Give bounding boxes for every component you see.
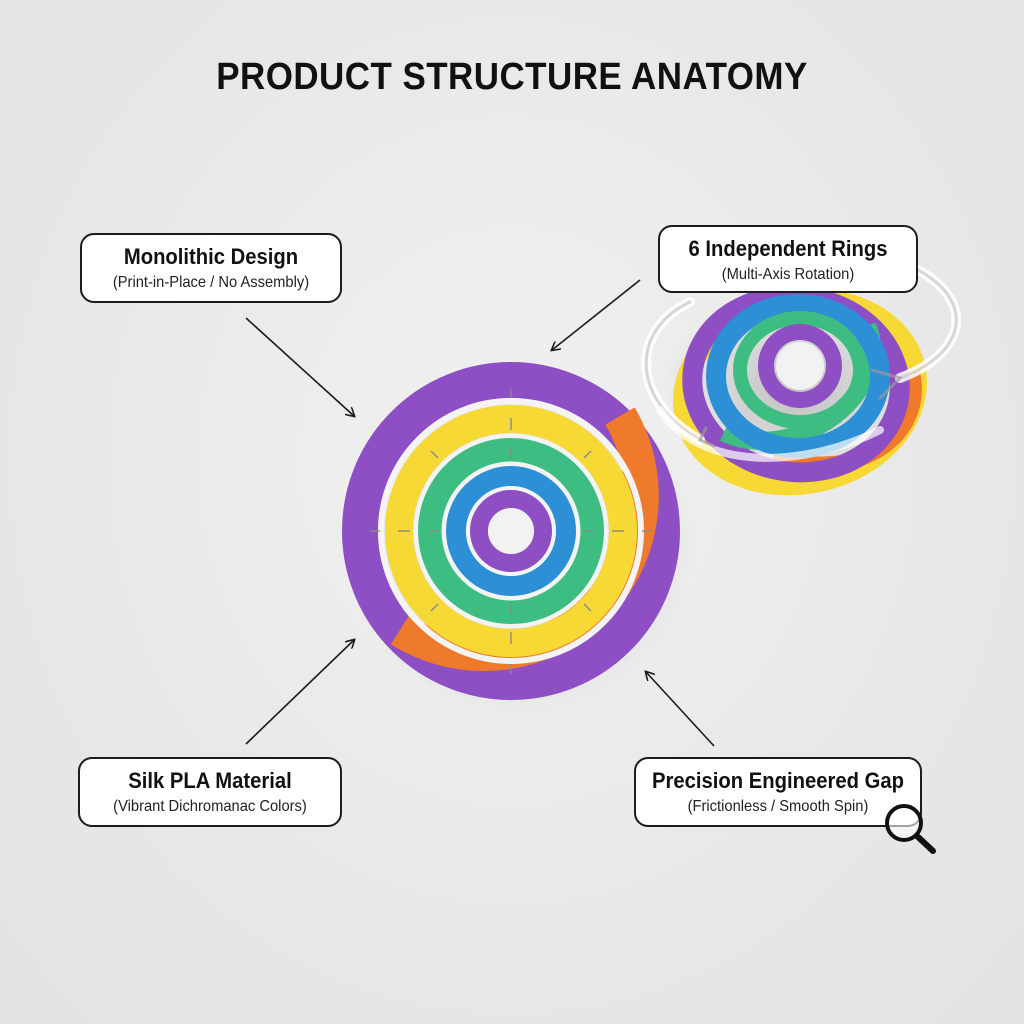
- spin-center-hole: [776, 342, 824, 390]
- callout-independent-rings: 6 Independent Rings (Multi-Axis Rotation…: [658, 225, 918, 293]
- rotation-arrows-icon: [641, 257, 962, 462]
- spinning-gyro-view: [641, 257, 962, 496]
- callout-heading: Silk PLA Material: [128, 768, 292, 793]
- gap-ring-4: [466, 486, 556, 576]
- page-title: PRODUCT STRUCTURE ANATOMY: [216, 56, 808, 98]
- callout-heading: Precision Engineered Gap: [652, 768, 904, 793]
- callout-subtext: (Multi-Axis Rotation): [721, 266, 855, 283]
- spin-ring-green-inner: [733, 311, 867, 429]
- arrow-rings: [552, 279, 641, 350]
- center-hole: [488, 508, 534, 554]
- spin-ring-purple-inner: [758, 324, 842, 408]
- gap-ring-1: [378, 398, 644, 664]
- callout-heading: Monolithic Design: [123, 244, 299, 269]
- leader-arrows: [245, 279, 715, 747]
- callout-monolithic-design: Monolithic Design (Print-in-Place / No A…: [80, 233, 342, 303]
- pivot-ticks: [370, 388, 652, 674]
- callout-subtext: (Frictionless / Smooth Spin): [687, 798, 869, 815]
- main-gyro-front-view: [342, 362, 680, 700]
- ring-blue: [446, 466, 576, 596]
- callout-subtext: (Print-in-Place / No Assembly): [112, 274, 310, 291]
- gap-ring-2: [413, 433, 609, 629]
- spin-ring-blue: [706, 294, 890, 458]
- ring-outer-purple: [342, 362, 680, 700]
- arrow-silk: [245, 640, 354, 745]
- callout-silk-pla-material: Silk PLA Material (Vibrant Dichromanac C…: [78, 757, 342, 827]
- callout-heading: 6 Independent Rings: [688, 236, 888, 261]
- gap-ring-3: [441, 461, 581, 601]
- callout-precision-gap: Precision Engineered Gap (Frictionless /…: [634, 757, 922, 827]
- ring-inner-purple: [470, 490, 552, 572]
- arrow-monolithic: [245, 317, 354, 416]
- arrow-gap: [646, 672, 715, 747]
- callout-subtext: (Vibrant Dichromanac Colors): [113, 798, 307, 815]
